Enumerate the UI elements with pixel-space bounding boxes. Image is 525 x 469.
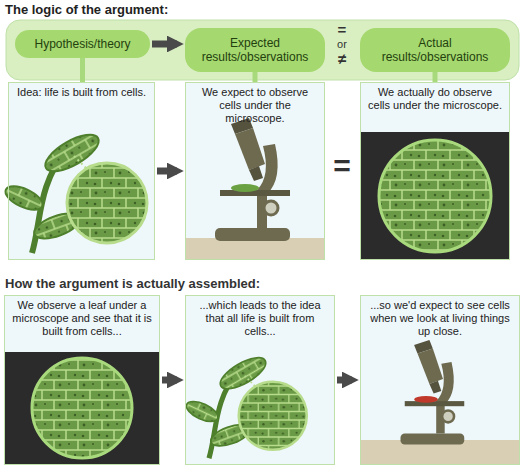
- dark-view: [361, 132, 509, 259]
- panel-stem: [253, 72, 258, 82]
- not-equals-sign: ≠: [327, 50, 357, 67]
- flow-arrow: [337, 377, 352, 384]
- panel-ground: [360, 82, 510, 260]
- stage-pill: Actual results/observations: [360, 28, 510, 72]
- stage-label: Hypothesis/theory: [26, 37, 138, 51]
- panel-text: We expect to observe cells under the mic…: [186, 83, 324, 125]
- panel-ground: [4, 295, 160, 465]
- example-panel: Idea: life is built from cells.: [8, 82, 155, 260]
- cell-view: [32, 358, 132, 458]
- panel-ground: [185, 82, 325, 260]
- microscope-illustration: [215, 118, 290, 241]
- flow-arrow: [162, 377, 177, 384]
- stage-pill: Expected results/observations: [185, 28, 325, 72]
- flow-arrow: [157, 168, 177, 175]
- example-panel: We observe a leaf under a microscope and…: [4, 295, 160, 465]
- stage-label: Actual results/observations: [360, 36, 510, 64]
- flow-arrow: [152, 41, 177, 48]
- example-panel: We expect to observe cells under the mic…: [185, 82, 325, 260]
- panel-ground: [360, 295, 520, 465]
- equals-sign: =: [327, 150, 357, 182]
- diagram-title: The logic of the argument:: [5, 2, 168, 17]
- example-panel: We actually do observe cells under the m…: [360, 82, 510, 260]
- stage-pill: Hypothesis/theory: [15, 30, 150, 58]
- panel-stem: [433, 72, 438, 82]
- panel-text: ...so we'd expect to see cells when we l…: [361, 296, 519, 338]
- panel-stem: [80, 58, 85, 82]
- or-word: or: [327, 38, 357, 51]
- stage-label: Expected results/observations: [185, 36, 325, 64]
- panel-text: We observe a leaf under a microscope and…: [5, 296, 159, 338]
- microscope-illustration: [401, 340, 465, 445]
- cell-view: [379, 140, 491, 252]
- equals-sign: =: [327, 21, 357, 38]
- example-panel: ...so we'd expect to see cells when we l…: [360, 295, 520, 465]
- table-ground: [186, 238, 324, 259]
- panel-text: Idea: life is built from cells.: [9, 83, 154, 99]
- panel-text: ...which leads to the idea that all life…: [186, 296, 334, 338]
- panel-text: We actually do observe cells under the m…: [361, 83, 509, 112]
- plant-illustration: [2, 128, 147, 253]
- dark-view: [5, 352, 159, 464]
- plant-illustration: [184, 352, 307, 459]
- section-heading: How the argument is actually assembled:: [5, 276, 260, 291]
- example-panel: ...which leads to the idea that all life…: [185, 295, 335, 465]
